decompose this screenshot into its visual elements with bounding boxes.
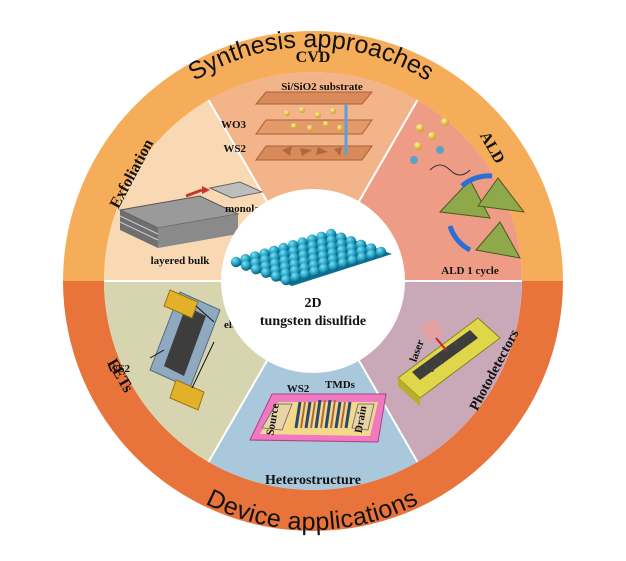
ws2-lattice-image [230,228,392,286]
lattice-atom [290,272,301,283]
ald-illustration: ALD ALD 1 cycle [410,118,526,277]
synthesis-ring [63,31,563,281]
center-circle [221,189,405,373]
lattice-atom [230,256,242,268]
hetero-ws2-label: WS2 [287,383,310,395]
cvd-substrate-label: Si/SiO2 substrate [281,81,363,93]
lattice-atom [299,269,311,280]
cvd-product-label: WS2 [223,143,246,155]
heterostructure-title: Heterostructure [265,473,361,488]
lattice-atom [280,274,292,286]
lattice-atom [309,266,320,277]
center-line-1: 2D [304,296,321,311]
lattice-atom [328,260,339,272]
lattice-atom [250,264,262,275]
source-label: Source [264,402,281,436]
ald-cycle-label: ALD 1 cycle [441,265,499,277]
cvd-precursor-label: WO3 [221,119,247,131]
drain-label: Drain [353,405,370,434]
tmds-label: TMDs [325,379,356,391]
center-line-2: tungsten disulfide [260,314,366,329]
lattice-atom [270,271,282,282]
lattice-atom [356,252,368,263]
cvd-illustration: CVD Si/SiO2 substrate WO3 WS2 [221,49,374,161]
heterostructure-illustration: WS2 TMDs Source Drain Heterostructure [249,379,387,488]
cvd-title: CVD [296,49,331,66]
lattice-atom [375,246,387,258]
lattice-atom [318,263,330,274]
lattice-atom [240,260,252,271]
lattice-atom [337,258,349,269]
lattice-atom [347,255,358,266]
lattice-atom [366,249,377,260]
layered-bulk-label: layered bulk [151,255,211,267]
lattice-atom [260,267,272,278]
applications-ring [63,281,563,531]
fets-ws2-label: WS2 [107,363,130,375]
